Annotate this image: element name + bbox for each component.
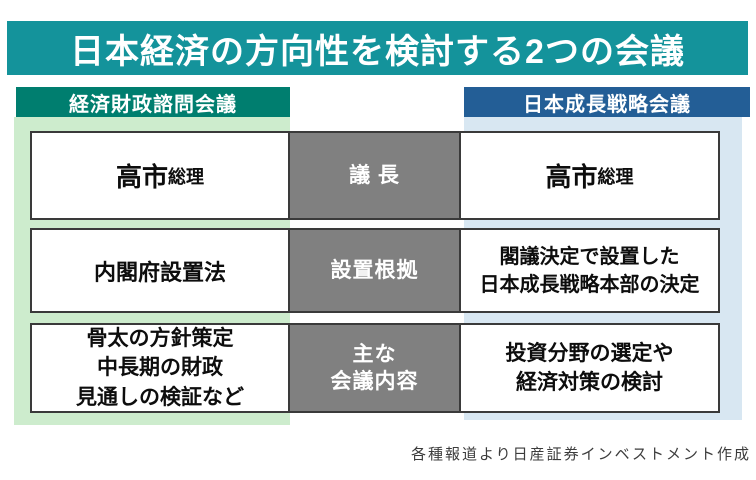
left-council-name: 経済財政諮問会議	[69, 93, 237, 116]
row-label-basis: 設置根拠	[288, 228, 461, 313]
left-chair-title: 総理	[168, 166, 204, 187]
right-council-name: 日本成長戦略会議	[523, 93, 691, 116]
right-content-text: 投資分野の選定や 経済対策の検討	[505, 341, 674, 394]
comparison-table: 高市総理 議 長 高市総理 内閣府設置法 設置根拠 閣議決定で設置した 日本成長…	[30, 131, 720, 413]
right-basis-cell: 閣議決定で設置した 日本成長戦略本部の決定	[459, 228, 720, 313]
row-label-content-text: 主な 会議内容	[330, 342, 419, 393]
left-chair-name: 高市	[115, 162, 168, 192]
row-label-chair: 議 長	[288, 131, 461, 220]
row-label-chair-text: 議 長	[349, 163, 400, 187]
table-row-content: 骨太の方針策定 中長期の財政 見通しの検証など 主な 会議内容 投資分野の選定や…	[30, 323, 720, 413]
table-row-chair: 高市総理 議 長 高市総理	[30, 131, 720, 220]
right-chair-name: 高市	[545, 162, 598, 192]
row-label-basis-text: 設置根拠	[330, 258, 419, 282]
left-chair-cell: 高市総理	[30, 131, 290, 220]
left-council-header: 経済財政諮問会議	[16, 87, 290, 117]
right-council-header: 日本成長戦略会議	[464, 87, 750, 117]
table-row-basis: 内閣府設置法 設置根拠 閣議決定で設置した 日本成長戦略本部の決定	[30, 228, 720, 313]
right-chair-cell: 高市総理	[459, 131, 720, 220]
left-content-cell: 骨太の方針策定 中長期の財政 見通しの検証など	[30, 323, 290, 413]
left-content-text: 骨太の方針策定 中長期の財政 見通しの検証など	[76, 326, 244, 409]
left-basis-text: 内閣府設置法	[93, 259, 226, 285]
source-credit: 各種報道より日産証券インベストメント作成	[410, 446, 751, 463]
right-content-cell: 投資分野の選定や 経済対策の検討	[459, 323, 720, 413]
right-chair-title: 総理	[597, 166, 634, 187]
left-basis-cell: 内閣府設置法	[30, 228, 290, 313]
row-label-content: 主な 会議内容	[288, 323, 461, 413]
title-banner: 日本経済の方向性を検討する2つの会議	[7, 21, 748, 75]
right-basis-text: 閣議決定で設置した 日本成長戦略本部の決定	[479, 245, 700, 296]
page-title: 日本経済の方向性を検討する2つの会議	[70, 32, 685, 71]
